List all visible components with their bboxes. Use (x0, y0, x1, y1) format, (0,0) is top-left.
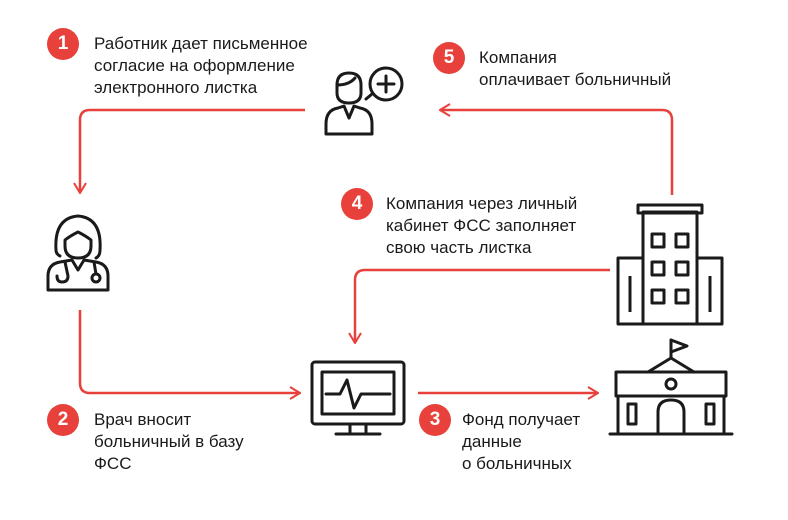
fund-building-icon (608, 338, 734, 436)
office-building-icon (616, 203, 724, 326)
step-2-badge: 2 (47, 404, 79, 436)
doctor-icon (46, 214, 110, 292)
arrow-company-to-monitor (355, 268, 610, 343)
step-2-label: Врач вносит больничный в базу ФСС (94, 410, 244, 473)
step-1-badge: 1 (47, 28, 79, 60)
step-1-label: Работник дает письменное согласие на офо… (94, 34, 308, 97)
arrow-doctor-to-monitor (78, 310, 300, 393)
step-3-label: Фонд получает данные о больничных (462, 410, 581, 473)
step-3-badge: 3 (419, 404, 451, 436)
arrow-employee-to-doctor (80, 108, 305, 193)
step-4-label: Компания через личный кабинет ФСС заполн… (386, 194, 578, 257)
employee-icon (324, 66, 404, 136)
step-5-badge: 5 (433, 42, 465, 74)
monitor-icon (310, 360, 406, 436)
arrow-company-to-employee (440, 110, 674, 195)
step-4-badge: 4 (341, 188, 373, 220)
step-5-label: Компания оплачивает больничный (479, 48, 672, 89)
